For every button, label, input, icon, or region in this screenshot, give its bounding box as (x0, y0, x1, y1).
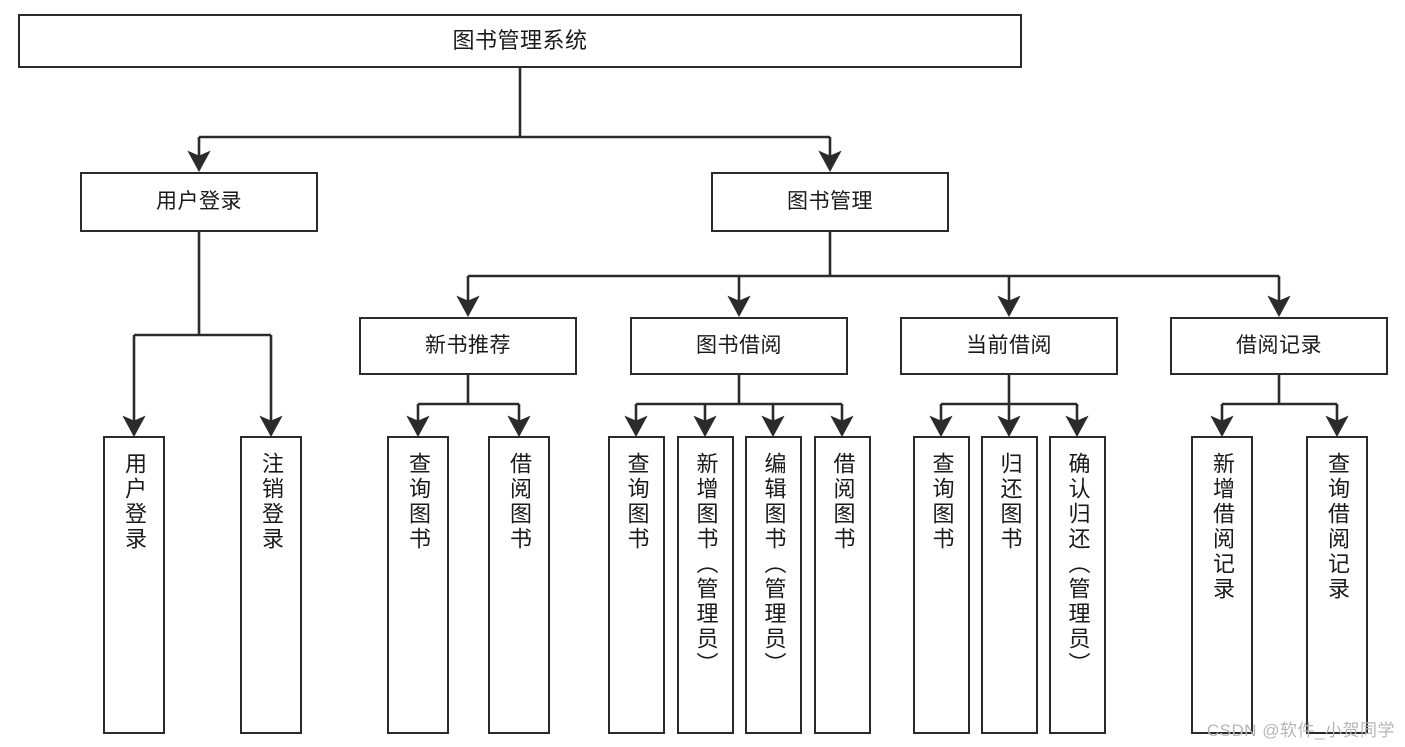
node-label: 查询图书 (406, 452, 431, 552)
node-label: 用户登录 (156, 189, 242, 213)
csdn-watermark: CSDN @软件_小贺同学 (1206, 721, 1395, 740)
node-book-borrow[interactable]: 图书借阅 (630, 317, 848, 375)
node-label: 借阅记录 (1236, 333, 1322, 357)
node-label: 查询图书 (929, 452, 955, 552)
leaf-current-confirm-return-admin[interactable]: 确认归还（管理员） (1049, 436, 1106, 734)
node-label: 编辑图书（管理员） (761, 452, 787, 677)
node-label: 当前借阅 (966, 333, 1052, 357)
node-label: 注销登录 (259, 452, 284, 552)
leaf-record-query-borrow-record[interactable]: 查询借阅记录 (1306, 436, 1368, 734)
node-label: 图书管理 (787, 189, 873, 213)
node-label: 借阅图书 (830, 452, 856, 552)
node-label: 新增图书（管理员） (693, 452, 719, 677)
node-book-management[interactable]: 图书管理 (711, 172, 949, 232)
node-label: 确认归还（管理员） (1065, 452, 1091, 677)
leaf-current-return-book[interactable]: 归还图书 (981, 436, 1038, 734)
node-label: 查询图书 (624, 452, 650, 552)
node-current-borrow[interactable]: 当前借阅 (900, 317, 1118, 375)
leaf-new-book-borrow-book[interactable]: 借阅图书 (488, 436, 550, 734)
node-user-login[interactable]: 用户登录 (80, 172, 318, 232)
node-label: 归还图书 (997, 452, 1023, 552)
leaf-borrow-add-book-admin[interactable]: 新增图书（管理员） (677, 436, 734, 734)
leaf-current-query-book[interactable]: 查询图书 (913, 436, 970, 734)
leaf-user-login-logout[interactable]: 注销登录 (240, 436, 302, 734)
leaf-record-add-borrow-record[interactable]: 新增借阅记录 (1191, 436, 1253, 734)
leaf-borrow-edit-book-admin[interactable]: 编辑图书（管理员） (745, 436, 802, 734)
node-label: 用户登录 (122, 452, 147, 552)
node-label: 借阅图书 (507, 452, 532, 552)
node-label: 新增借阅记录 (1210, 452, 1235, 602)
node-label: 图书借阅 (696, 333, 782, 357)
node-new-book-recommendation[interactable]: 新书推荐 (359, 317, 577, 375)
node-label: 查询借阅记录 (1325, 452, 1350, 602)
node-label: 新书推荐 (425, 333, 511, 357)
node-root-book-management-system[interactable]: 图书管理系统 (18, 14, 1022, 68)
node-borrow-record[interactable]: 借阅记录 (1170, 317, 1388, 375)
leaf-user-login-login[interactable]: 用户登录 (103, 436, 165, 734)
leaf-new-book-query-book[interactable]: 查询图书 (387, 436, 449, 734)
leaf-borrow-query-book[interactable]: 查询图书 (608, 436, 665, 734)
node-label: 图书管理系统 (452, 28, 588, 54)
leaf-borrow-borrow-book[interactable]: 借阅图书 (814, 436, 871, 734)
